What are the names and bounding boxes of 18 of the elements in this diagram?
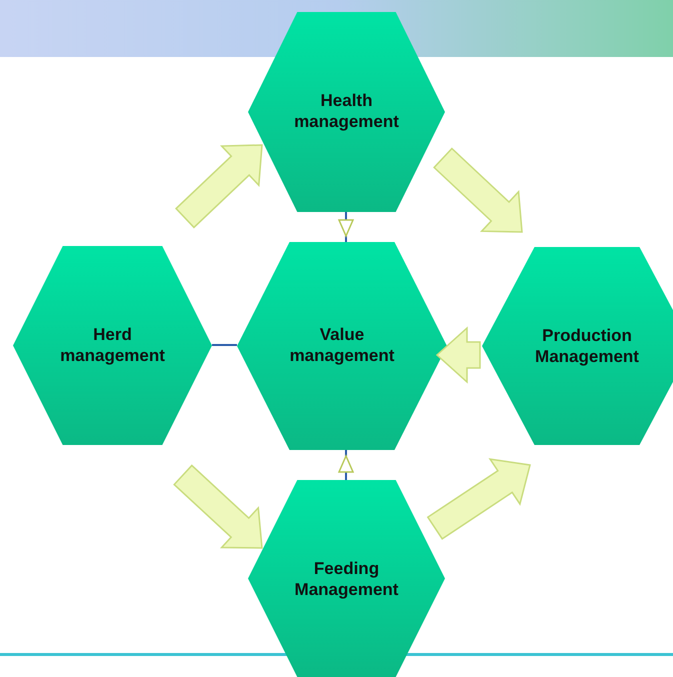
hexagon-node <box>13 246 212 445</box>
arrow <box>338 450 354 480</box>
hexagon-node <box>237 242 447 450</box>
block-arrow <box>426 458 531 540</box>
hexagon-node <box>248 480 445 677</box>
hexagon-node <box>482 247 673 445</box>
block-arrow <box>175 144 263 228</box>
node-label: Value management <box>288 324 396 366</box>
block-arrow <box>433 147 523 233</box>
hexagon-node <box>248 12 445 212</box>
arrow <box>338 212 354 242</box>
node-label: Production Management <box>534 325 640 367</box>
block-arrow <box>436 326 481 384</box>
node-label: Feeding Management <box>294 558 400 600</box>
connector-line <box>212 344 237 346</box>
node-label: Herd management <box>59 324 166 366</box>
block-arrow <box>173 464 263 549</box>
node-label: Health management <box>293 90 400 132</box>
